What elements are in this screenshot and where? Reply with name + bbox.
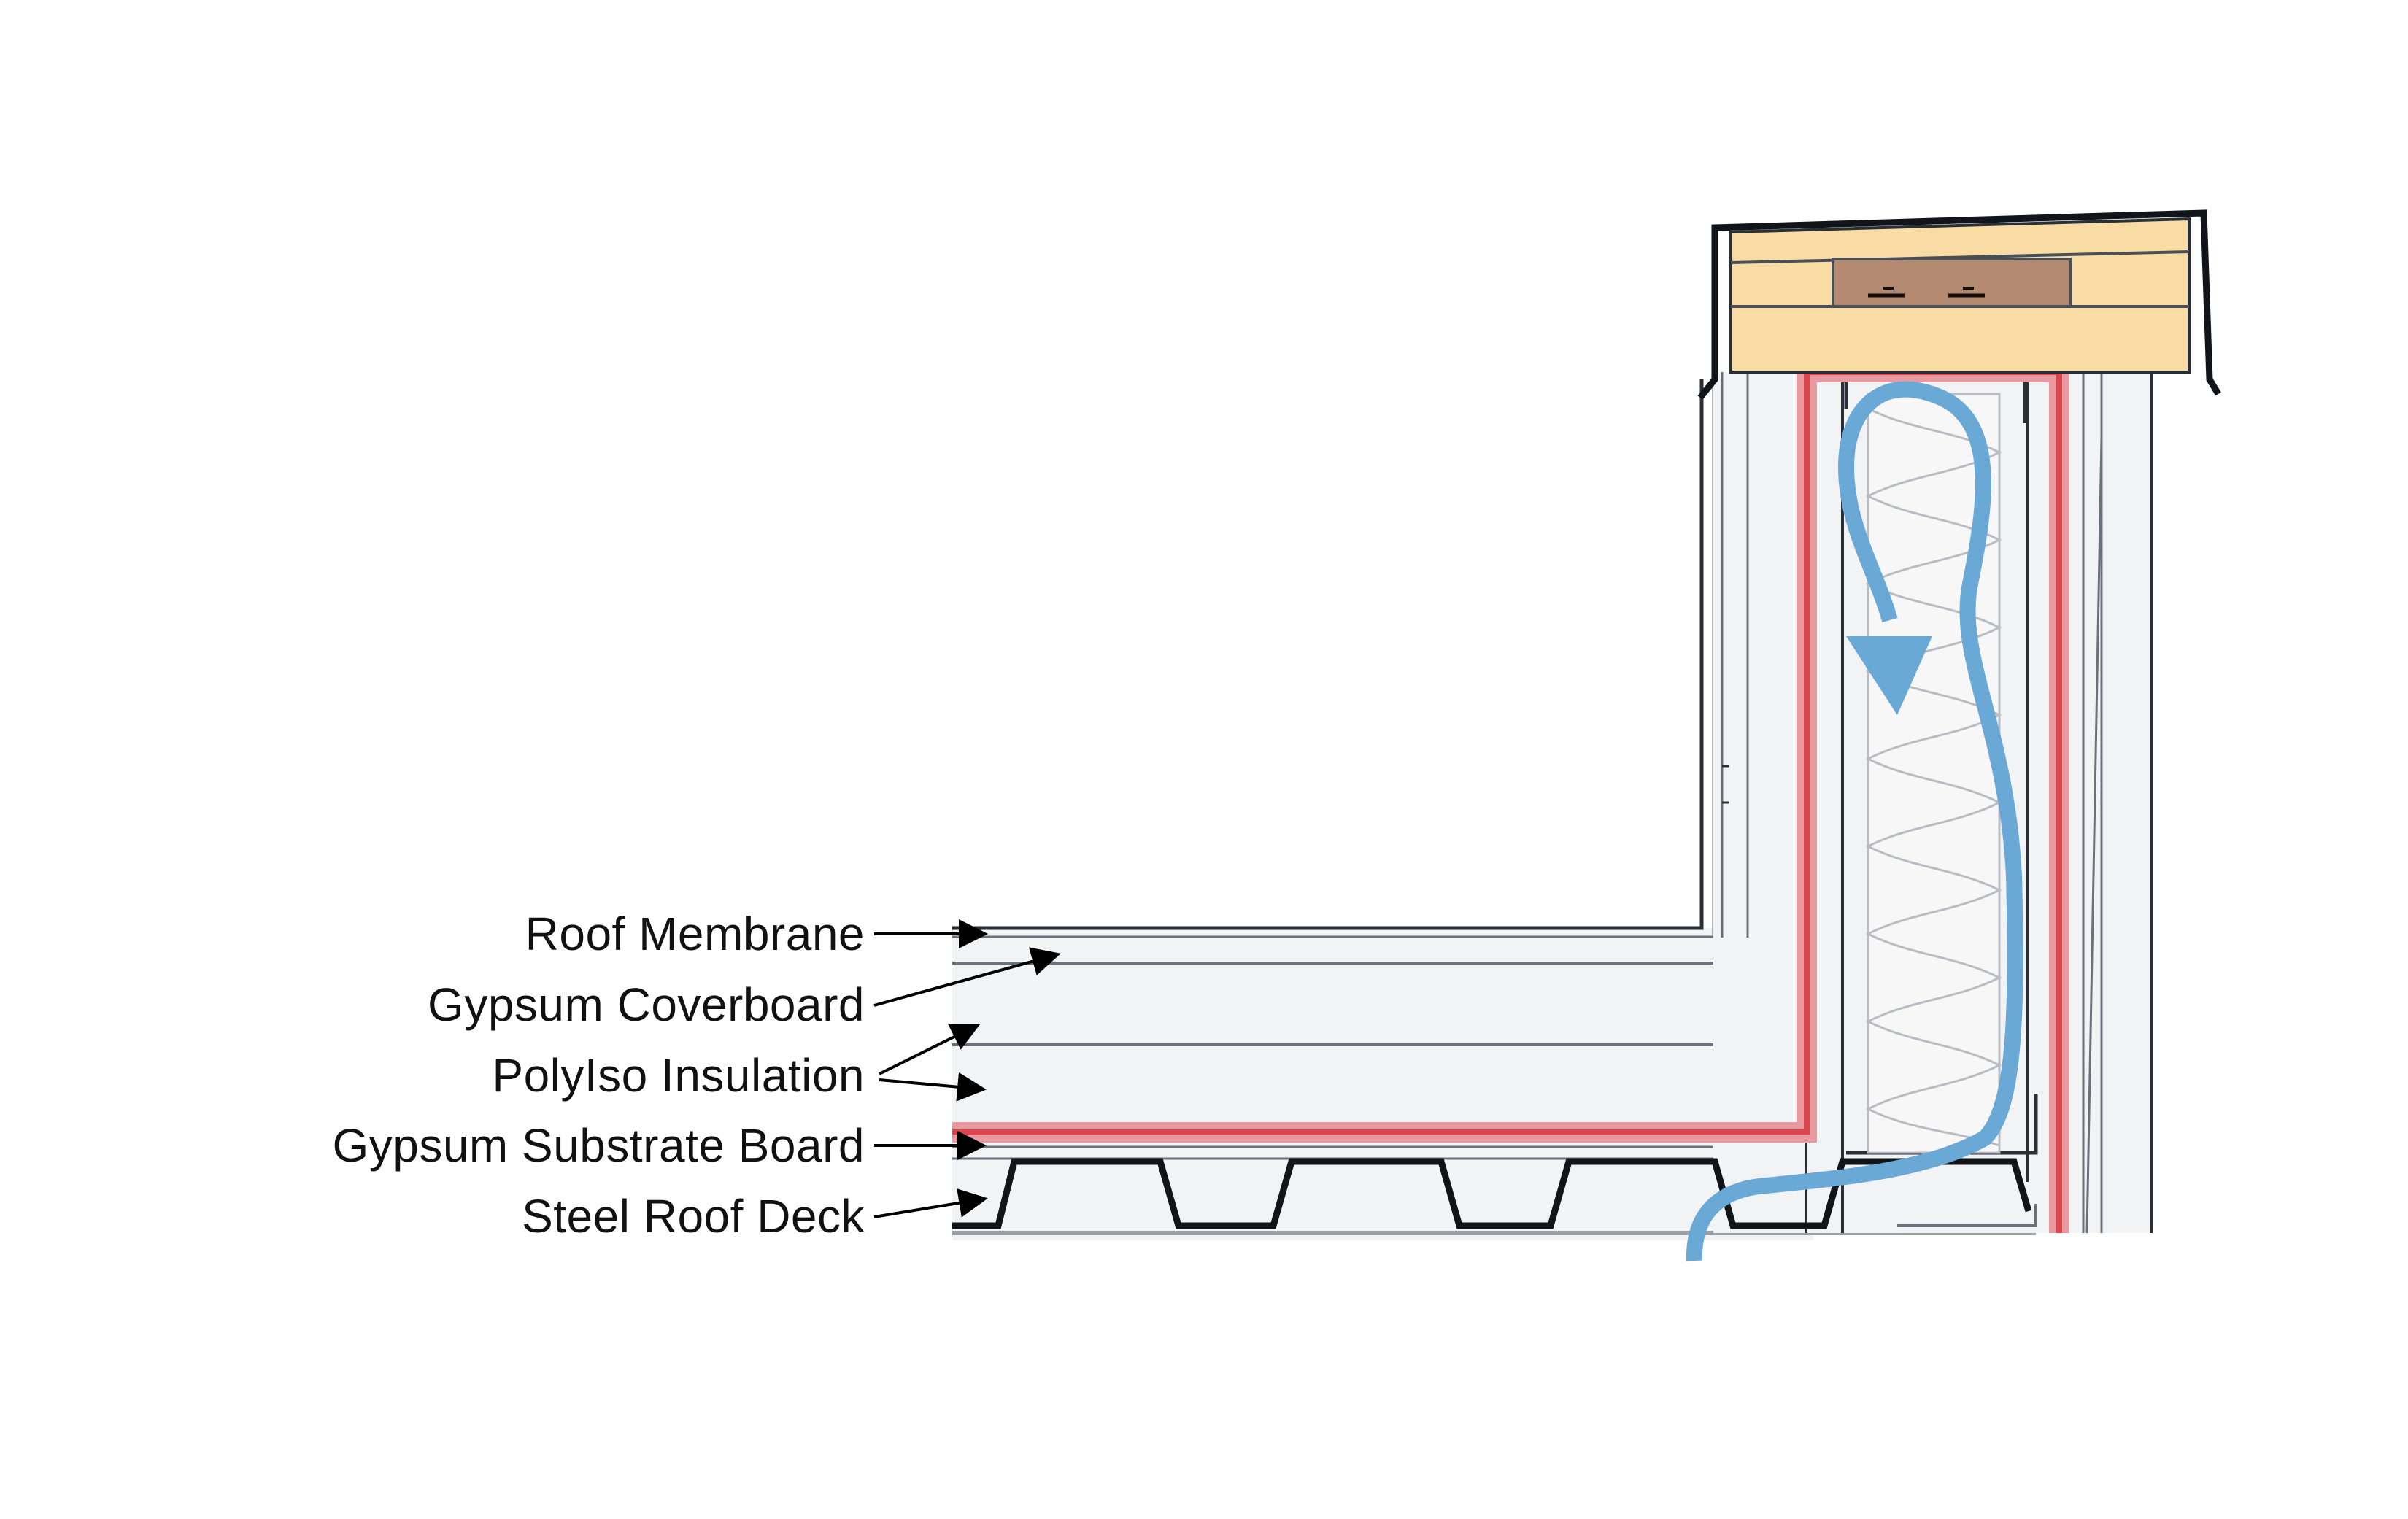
roof-assembly: [952, 379, 2036, 1240]
label-gypsum-substrate-board: Gypsum Substrate Board: [332, 1119, 865, 1172]
parapet-cap: [1697, 209, 2221, 400]
callout-pointers: [873, 919, 1061, 1218]
callout-arrow-icon: [873, 947, 1061, 1007]
callout-arrow-icon: [879, 1024, 981, 1075]
label-gypsum-coverboard: Gypsum Coverboard: [428, 978, 865, 1031]
airflow-arrow-icon: [1686, 381, 2023, 1261]
roof-membrane-line-inner: [952, 379, 1715, 938]
airflow-path: [1686, 381, 2023, 1261]
callout-arrow-icon: [873, 1188, 988, 1218]
bottom-angle: [1897, 1204, 2037, 1227]
roof-layers-fill: [952, 928, 1813, 1240]
parapet-sheathing-diagonal: [2085, 437, 2103, 1234]
label-steel-roof-deck: Steel Roof Deck: [522, 1190, 865, 1242]
wood-nailer: [1832, 258, 2072, 308]
roof-membrane-line: [952, 379, 1704, 930]
blocking-seam-1: [1730, 250, 2190, 264]
callout-arrow-icon: [879, 1072, 987, 1102]
label-polyiso-insulation: PolyIso Insulation: [492, 1049, 865, 1102]
label-roof-membrane: Roof Membrane: [525, 908, 865, 960]
airflow-arrowhead: [1846, 636, 1932, 715]
metal-coping: [1697, 209, 2221, 400]
steel-roof-deck: [952, 1158, 2032, 1229]
